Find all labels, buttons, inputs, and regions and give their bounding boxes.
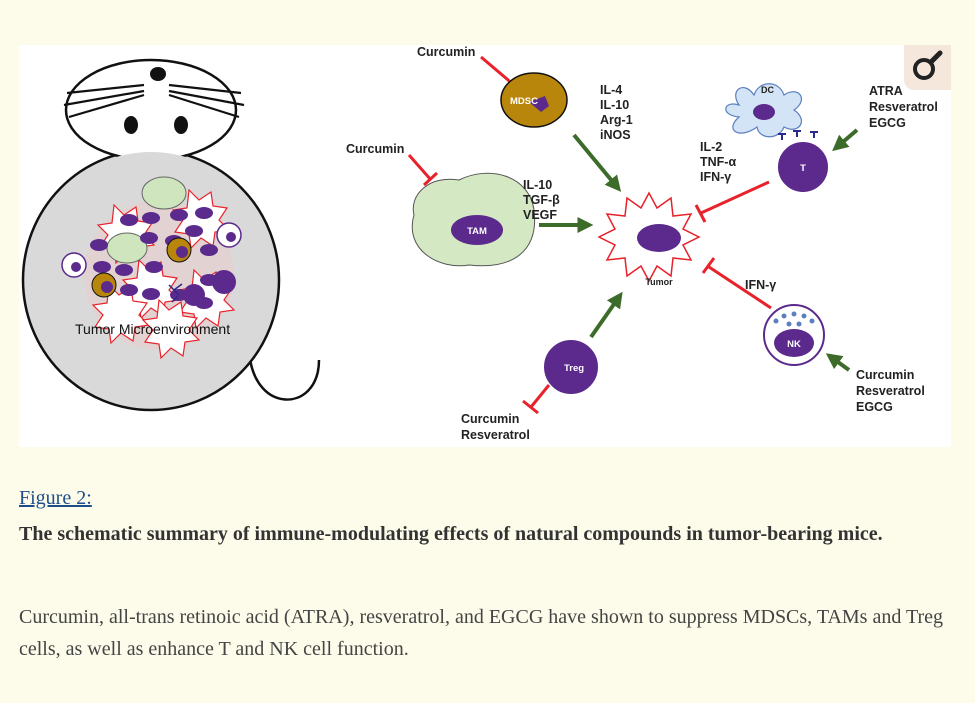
- t-compound-2: Resveratrol: [869, 100, 938, 114]
- dc-label: DC: [761, 85, 774, 95]
- figure-image: Tumor Microenvironment Curcumin MDSC IL-…: [19, 45, 951, 447]
- nk-compound-1: Curcumin: [856, 368, 914, 382]
- t-factor-3: IFN-γ: [700, 170, 731, 184]
- tam-factor-3: VEGF: [523, 208, 557, 222]
- mdsc-label: MDSC: [510, 96, 538, 107]
- figure-link[interactable]: Figure 2:: [19, 487, 92, 509]
- tam-factor-1: IL-10: [523, 178, 552, 192]
- tumor-label: Tumor: [645, 277, 673, 287]
- tam-factor-2: TGF-β: [523, 193, 560, 207]
- microenvironment-label: Tumor Microenvironment: [75, 321, 230, 337]
- treg-cell: [542, 338, 600, 396]
- mdsc-factor-4: iNOS: [600, 128, 631, 142]
- magnifier-icon[interactable]: [904, 45, 951, 90]
- treg-compound-1: Curcumin: [461, 412, 519, 426]
- t-compound-3: EGCG: [869, 116, 906, 130]
- t-cell-label: T: [800, 163, 806, 174]
- curcumin-tam-label: Curcumin: [346, 142, 404, 156]
- magnifier-badge[interactable]: [904, 45, 951, 90]
- nk-compound-2: Resveratrol: [856, 384, 925, 398]
- treg-label: Treg: [564, 363, 584, 374]
- treg-compound-2: Resveratrol: [461, 428, 530, 442]
- mdsc-factor-2: IL-10: [600, 98, 629, 112]
- t-cell: [776, 140, 830, 194]
- figure-caption-title: The schematic summary of immune-modulati…: [19, 523, 883, 545]
- mdsc-factor-1: IL-4: [600, 83, 622, 97]
- figure-caption-body: Curcumin, all-trans retinoic acid (ATRA)…: [19, 606, 944, 660]
- tam-label: TAM: [467, 226, 487, 237]
- nk-compound-3: EGCG: [856, 400, 893, 414]
- mdsc-factor-3: Arg-1: [600, 113, 633, 127]
- curcumin-mdsc-label: Curcumin: [417, 45, 475, 59]
- nk-factor-label: IFN-γ: [745, 278, 776, 292]
- t-compound-1: ATRA: [869, 84, 903, 98]
- nk-label: NK: [787, 339, 801, 350]
- mdsc-cell: [500, 72, 568, 128]
- tumor-cluster: [61, 176, 242, 360]
- t-factor-1: IL-2: [700, 140, 722, 154]
- t-factor-2: TNF-α: [700, 155, 736, 169]
